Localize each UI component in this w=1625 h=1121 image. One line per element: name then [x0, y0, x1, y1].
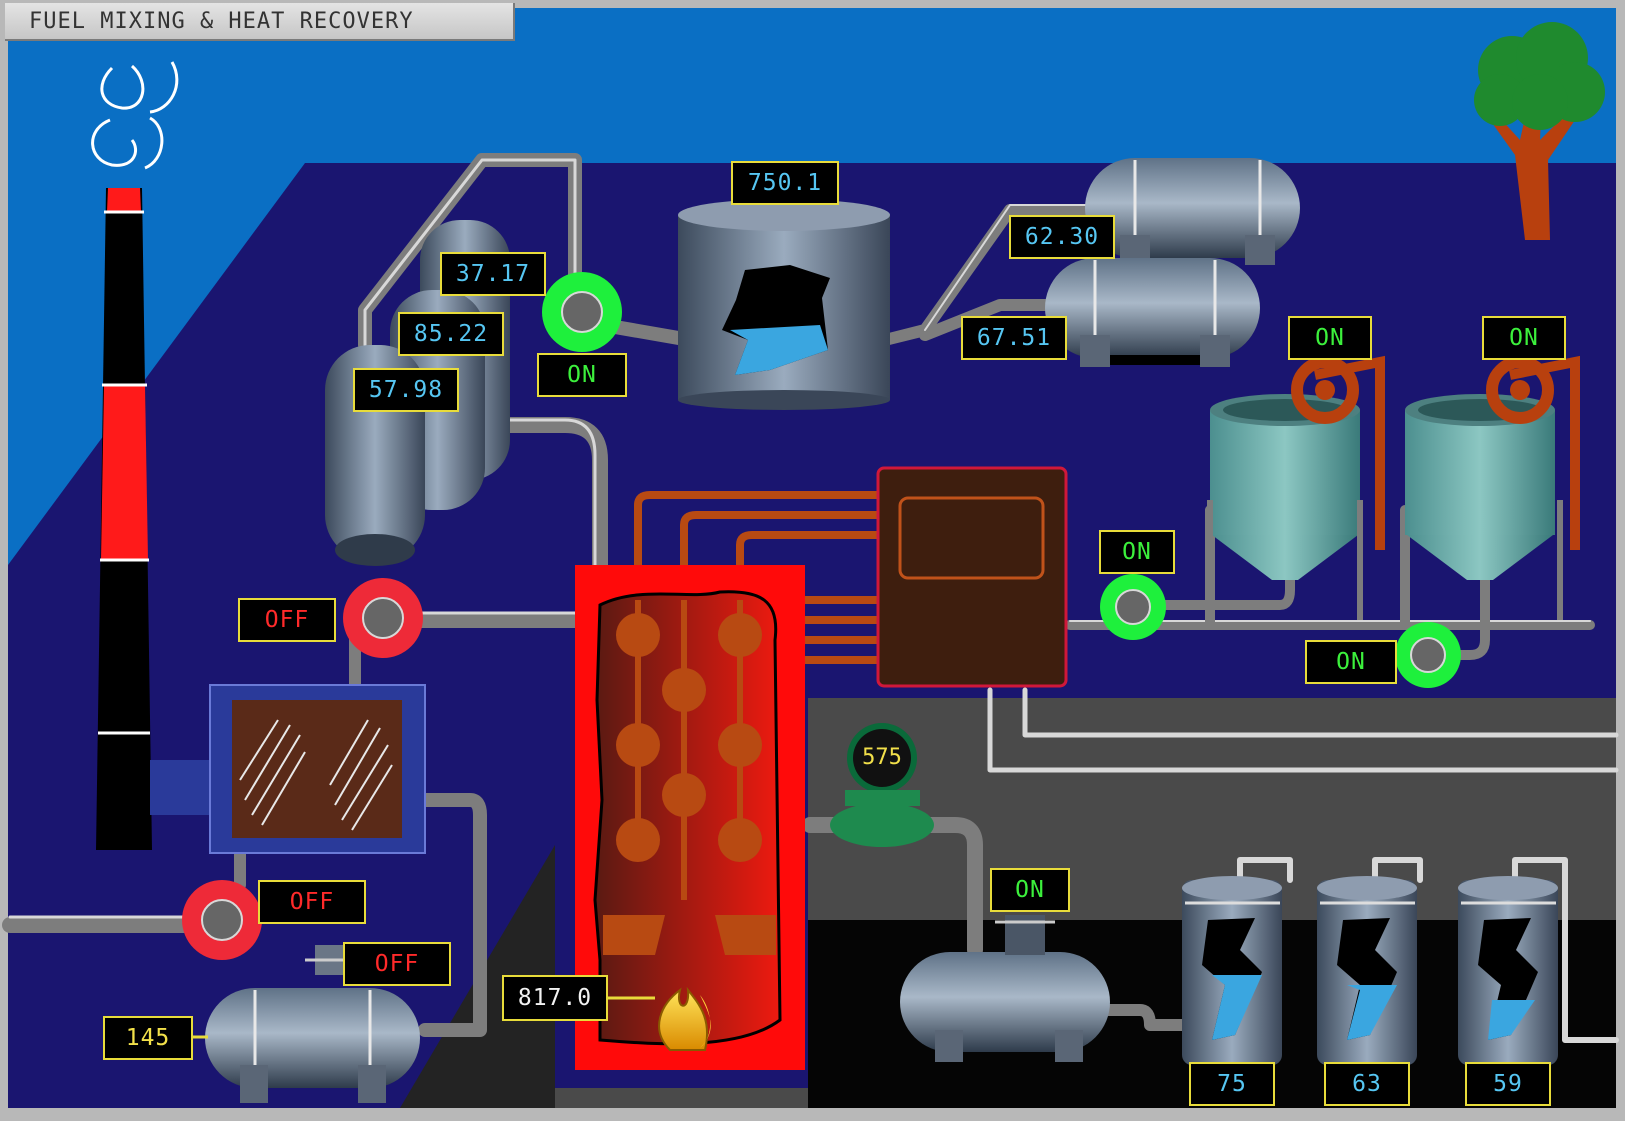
exchanger-pump-status[interactable]: OFF — [258, 880, 366, 924]
mixer-tank-readout: 750.1 — [731, 161, 839, 205]
intermediate-tank — [900, 915, 1110, 1062]
boiler-temperature-readout: 817.0 — [502, 975, 608, 1021]
feed-tank — [205, 945, 420, 1103]
exchanger-pump[interactable] — [182, 880, 262, 960]
boiler-inlet-pump[interactable] — [343, 578, 423, 658]
separator-mid-readout: 85.22 — [398, 312, 504, 356]
separator-pump-status[interactable]: ON — [537, 353, 627, 397]
hopper-pump-1[interactable] — [1100, 574, 1166, 640]
storage-tank-upper — [1085, 158, 1300, 265]
silo-3 — [1458, 876, 1558, 1065]
storage-tank-lower — [1045, 258, 1260, 367]
boiler-inlet-pump-status[interactable]: OFF — [238, 598, 336, 642]
air-preheater — [150, 684, 426, 854]
mixer-tank — [678, 199, 890, 410]
hopper-pump-2-status[interactable]: ON — [1305, 640, 1397, 684]
hopper-1 — [1207, 355, 1385, 620]
tree-icon — [1474, 22, 1605, 240]
silo-2-readout: 63 — [1324, 1062, 1410, 1106]
heat-exchanger — [876, 466, 1068, 688]
hopper-2 — [1405, 355, 1580, 620]
hopper-pump-2[interactable] — [1395, 622, 1461, 688]
feed-compressor-status[interactable]: OFF — [343, 942, 451, 986]
hot-piping — [634, 491, 878, 664]
hopper-2-motor-status[interactable]: ON — [1482, 316, 1566, 360]
feed-tank-readout: 145 — [103, 1016, 193, 1060]
flow-meter — [830, 723, 934, 847]
hopper-1-motor-status[interactable]: ON — [1288, 316, 1372, 360]
smoke-icon — [91, 61, 179, 170]
hopper-pump-1-status[interactable]: ON — [1099, 530, 1175, 574]
separator-pump[interactable] — [542, 272, 622, 352]
separator-low-readout: 57.98 — [353, 368, 459, 412]
furnace — [575, 565, 805, 1070]
silo-3-readout: 59 — [1465, 1062, 1551, 1106]
tank-compressor-status[interactable]: ON — [990, 868, 1070, 912]
silo-1 — [1182, 876, 1282, 1065]
storage-lower-readout: 67.51 — [961, 316, 1067, 360]
storage-upper-readout: 62.30 — [1009, 215, 1115, 259]
window-title: FUEL MIXING & HEAT RECOVERY — [5, 3, 515, 41]
separator-top-readout: 37.17 — [440, 252, 546, 296]
silo-2 — [1317, 876, 1417, 1065]
flow-meter-readout: 575 — [862, 745, 902, 770]
flame-icon — [658, 986, 711, 1051]
silo-1-readout: 75 — [1189, 1062, 1275, 1106]
